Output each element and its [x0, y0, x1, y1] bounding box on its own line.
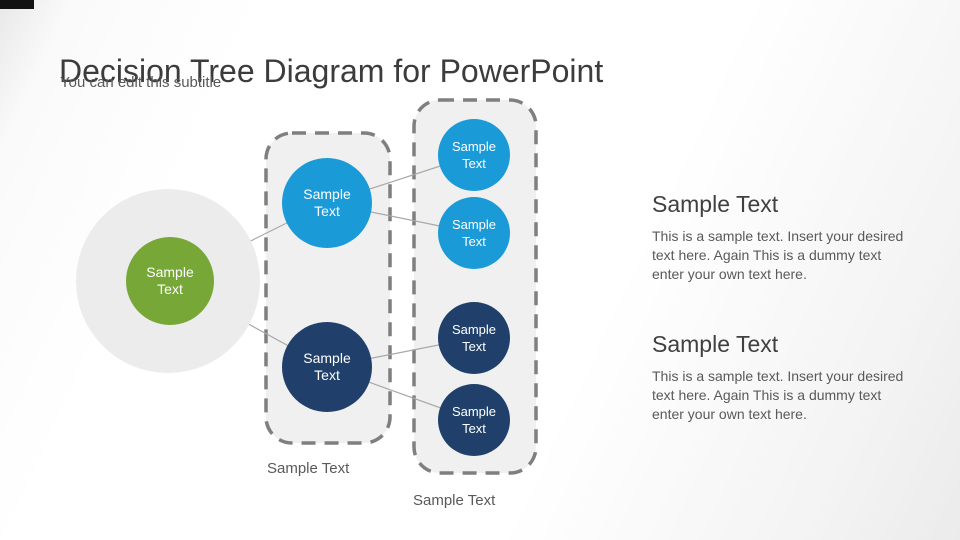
top-left-corner-mark: [0, 0, 34, 9]
branch-group-2-label: Sample Text: [413, 492, 496, 509]
level2-node-top-label-line1: Sample: [303, 186, 351, 202]
level3-node-2-label-line2: Text: [462, 234, 486, 249]
level2-node-bottom-label-line1: Sample: [303, 350, 351, 366]
level3-node-2: Sample Text: [438, 197, 510, 269]
annotation-2-heading: Sample Text: [652, 331, 779, 357]
level3-node-2-label-line1: Sample: [451, 217, 497, 232]
level3-node-1-label-line1: Sample: [451, 139, 497, 154]
level2-node-bottom: Sample Text: [282, 322, 372, 412]
slide-subtitle: You can edit this subtitle: [60, 74, 222, 91]
level3-node-3-label-line1: Sample: [451, 322, 497, 337]
root-node-label-line1: Sample: [146, 264, 194, 280]
level3-node-4-label-line1: Sample: [451, 404, 497, 419]
level3-node-1: Sample Text: [438, 119, 510, 191]
level3-node-3: Sample Text: [438, 302, 510, 374]
level2-node-top: Sample Text: [282, 158, 372, 248]
level3-node-3-label-line2: Text: [462, 339, 486, 354]
level2-node-top-label-line2: Text: [314, 203, 340, 219]
annotation-1-body: This is a sample text. Insert your desir…: [652, 228, 904, 282]
annotation-2-body: This is a sample text. Insert your desir…: [652, 368, 904, 422]
branch-group-1-label: Sample Text: [267, 460, 350, 477]
annotation-block-2: Sample Text This is a sample text. Inser…: [652, 330, 908, 424]
level3-node-4: Sample Text: [438, 384, 510, 456]
level3-node-4-label-line2: Text: [462, 421, 486, 436]
annotation-1-heading: Sample Text: [652, 191, 779, 217]
root-node: Sample Text: [126, 237, 214, 325]
annotation-block-1: Sample Text This is a sample text. Inser…: [652, 190, 908, 284]
level3-node-1-label-line2: Text: [462, 156, 486, 171]
branch-group-2-outline: [412, 98, 538, 475]
level2-node-bottom-label-line2: Text: [314, 367, 340, 383]
slide-title: Decision Tree Diagram for PowerPoint: [59, 53, 604, 90]
root-node-label-line2: Text: [157, 281, 183, 297]
